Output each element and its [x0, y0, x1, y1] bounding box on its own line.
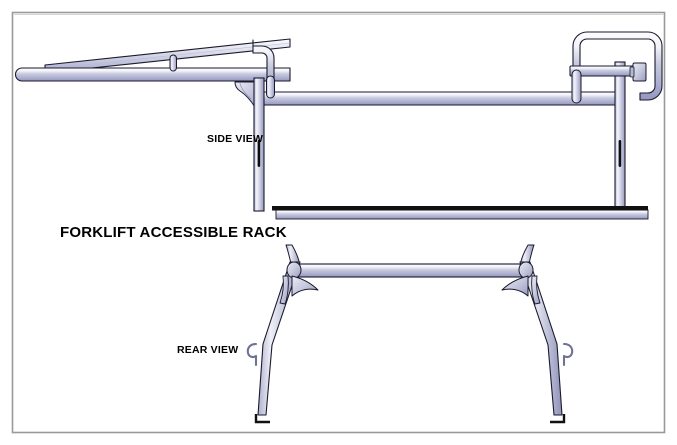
side-view-assembly: [14, 31, 663, 220]
post-slot-rear: [618, 140, 622, 167]
rear-view-label: REAR VIEW: [177, 344, 238, 356]
right-joint-knuckle: [518, 261, 534, 279]
left-joint-knuckle: [286, 261, 302, 279]
left-leg-assembly: [246, 244, 319, 424]
cross-rail: [293, 263, 527, 278]
left-leg: [257, 261, 301, 416]
left-gusset: [291, 275, 319, 297]
clamp-block: [629, 62, 647, 82]
rear-loop-stub: [571, 69, 582, 104]
right-foot-plate: [550, 414, 566, 424]
base-bumper-rail: [272, 206, 649, 220]
front-connector-stub: [266, 75, 275, 99]
front-vertical-post: [253, 77, 265, 212]
rear-loop-bend: [572, 31, 663, 101]
rear-view-assembly: [246, 244, 574, 424]
right-gusset: [501, 275, 529, 297]
upper-long-rail: [261, 91, 621, 106]
rear-vertical-post: [614, 61, 626, 212]
side-view-label: SIDE VIEW: [207, 133, 263, 145]
right-leg: [519, 261, 563, 416]
post-slot-front: [257, 140, 261, 167]
lower-long-rail: [14, 67, 291, 82]
right-hook-clamp: [562, 342, 574, 367]
mid-strut: [169, 54, 177, 72]
drawing-title: FORKLIFT ACCESSIBLE RACK: [60, 224, 287, 241]
right-leg-assembly: [501, 244, 574, 424]
left-hook-clamp: [246, 342, 258, 367]
left-foot-plate: [254, 414, 270, 424]
